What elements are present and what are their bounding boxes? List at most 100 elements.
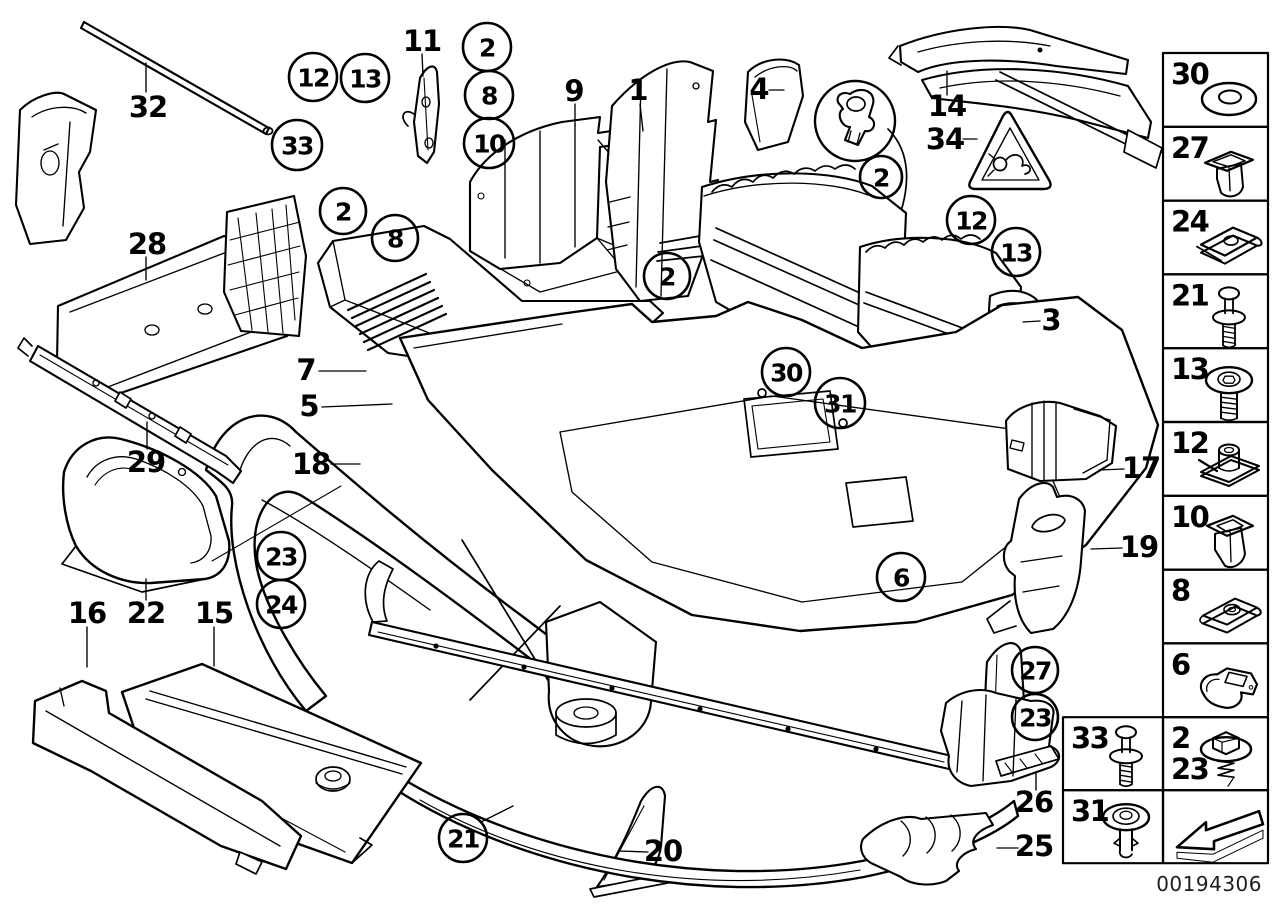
part-label-28[interactable]: 28 [128,227,167,261]
part-14-art [888,25,1163,169]
callout-8[interactable]: 8 [463,69,515,121]
part-label-5[interactable]: 5 [299,389,319,423]
callout-23[interactable]: 23 [1010,692,1060,742]
callout-number: 12 [297,64,329,93]
callout-24[interactable]: 24 [255,578,307,630]
part-label-22[interactable]: 22 [127,596,166,630]
part-label-4[interactable]: 4 [749,72,769,106]
part-label-1[interactable]: 1 [628,73,648,107]
legend-cell-24[interactable]: 24 [1161,199,1270,276]
callout-circle [462,116,516,170]
part-19-art [986,482,1087,635]
part-label-20[interactable]: 20 [644,834,683,868]
legend-cell-21[interactable]: 21 [1161,273,1270,350]
legend-cell-30[interactable]: 30 [1161,51,1270,128]
legend-cell-border [1161,789,1270,865]
callout-12[interactable]: 12 [287,51,339,103]
washer-icon [1200,81,1258,117]
part-5-shield-art [398,295,1160,633]
legend-cell-12[interactable]: 12 [1161,420,1270,497]
callout-33[interactable]: 33 [270,118,324,172]
callout-13[interactable]: 13 [990,226,1042,278]
legend-cell-2-23[interactable]: 223 [1161,716,1270,792]
callout-21[interactable]: 21 [437,812,489,864]
callout-number: 13 [1000,239,1032,268]
callout-6[interactable]: 6 [875,551,927,603]
bumper-lip-art [391,771,1020,889]
collar-clip-nut-icon [1197,443,1260,487]
part-1-art [604,60,720,303]
legend-number-2: 2 [1171,721,1190,755]
part-label-16[interactable]: 16 [68,596,107,630]
callout-number: 21 [447,825,479,854]
callout-circle [875,551,927,603]
callout-31[interactable]: 31 [813,376,867,430]
callout-circle [990,226,1042,278]
part-label-15[interactable]: 15 [195,596,234,630]
callout-10[interactable]: 10 [462,116,516,170]
legend-number-31: 31 [1071,794,1109,828]
part-label-11[interactable]: 11 [403,24,442,58]
part-label-14[interactable]: 14 [928,89,967,123]
diagram-number: 00194306 [1156,872,1262,896]
callout-number: 2 [659,263,675,292]
legend-number-21: 21 [1171,278,1209,312]
callout-23[interactable]: 23 [255,530,307,582]
legend-cell-13[interactable]: 13 [1161,347,1270,424]
callout-27[interactable]: 27 [1010,645,1060,695]
part-label-7[interactable]: 7 [296,353,316,387]
part-label-34[interactable]: 34 [926,122,965,156]
part-label-26[interactable]: 26 [1015,785,1054,819]
legend-cell-27[interactable]: 27 [1161,125,1270,202]
callout-2[interactable]: 2 [318,186,368,236]
callout-number: 12 [955,207,987,236]
legend-number-24: 24 [1171,205,1209,239]
part-label-9[interactable]: 9 [564,74,584,108]
clamp-bracket-icon [1199,667,1259,709]
legend-cell-10[interactable]: 10 [1161,494,1270,571]
legend-number-27: 27 [1171,131,1208,165]
part-label-18[interactable]: 18 [292,447,331,481]
callout-number: 24 [265,591,298,620]
legend-cell-33[interactable]: 33 [1061,716,1165,792]
callout-8[interactable]: 8 [370,213,420,263]
callout-circle [370,213,420,263]
part-22-art [61,436,231,593]
legend-cell-back-arrow[interactable] [1161,789,1270,865]
part-label-17[interactable]: 17 [1122,451,1161,485]
callout-circle [858,154,904,200]
callout-2[interactable]: 2 [858,154,904,200]
callout-circle [945,194,997,246]
callout-number: 30 [770,359,803,388]
part-label-32[interactable]: 32 [129,90,168,124]
callout-circle [813,376,867,430]
callout-number: 8 [481,82,497,111]
torx-screw-icon [1204,366,1254,421]
legend-number-10: 10 [1171,500,1209,534]
callout-number: 2 [873,164,889,193]
legend-number-12: 12 [1171,426,1208,460]
part-label-19[interactable]: 19 [1120,530,1159,564]
leader-lines [86,53,1125,853]
part-label-25[interactable]: 25 [1015,829,1054,863]
part-11-art [402,65,441,165]
part-17-art [1004,400,1118,483]
callout-12[interactable]: 12 [945,194,997,246]
legend-cell-6[interactable]: 6 [1161,642,1270,719]
callout-2[interactable]: 2 [642,251,692,301]
callout-30[interactable]: 30 [760,346,812,398]
legend-cell-31[interactable]: 31 [1061,789,1165,865]
callout-number: 31 [824,390,856,419]
callout-circle [437,812,489,864]
part-label-29[interactable]: 29 [127,445,166,479]
expansion-rivet-icon [1109,725,1143,787]
callout-13[interactable]: 13 [339,52,391,104]
callout-circle [339,52,391,104]
part-label-3[interactable]: 3 [1041,303,1061,337]
legend-cell-8[interactable]: 8 [1161,568,1270,645]
callout-2[interactable]: 2 [461,21,513,73]
